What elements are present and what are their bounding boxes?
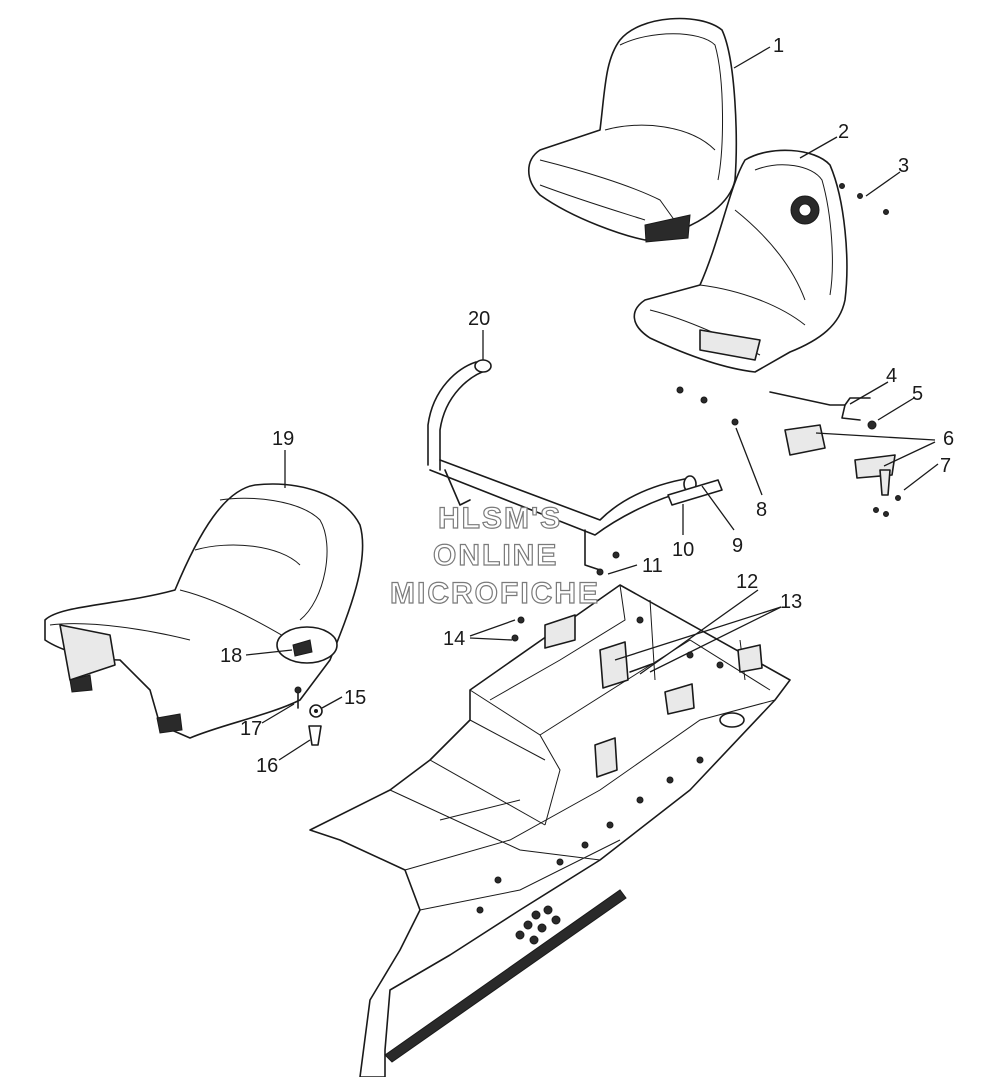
part-12-bolt	[629, 663, 653, 673]
part-11-bolts	[596, 551, 620, 576]
part-4-latch-rod	[769, 391, 871, 421]
callout-6: 6	[943, 428, 954, 450]
part-1-seat-cushion	[527, 17, 737, 243]
callout-18: 18	[220, 645, 242, 667]
callout-16: 16	[256, 755, 278, 777]
part-5-spring	[867, 420, 877, 430]
part-19-rear-seat	[44, 483, 364, 739]
callout-2: 2	[838, 121, 849, 143]
part-8-bolts	[676, 386, 739, 426]
chassis-tunnel	[309, 584, 791, 1077]
part-2-seat-shell	[633, 149, 848, 373]
callout-8: 8	[756, 499, 767, 521]
callout-5: 5	[912, 383, 923, 405]
callout-labels: 1 2 3 4 5 6 7 8 9 10 11 12 13 14 15 16 1…	[220, 35, 954, 777]
callout-14: 14	[443, 628, 465, 650]
callout-9: 9	[732, 535, 743, 557]
part-3-screws	[839, 183, 889, 215]
watermark-line-1: HLSM'S	[438, 502, 562, 535]
leader-lines	[245, 46, 939, 761]
part-7-bolts	[873, 495, 901, 517]
callout-3: 3	[898, 155, 909, 177]
callout-4: 4	[886, 365, 897, 387]
callout-10: 10	[672, 539, 694, 561]
callout-7: 7	[940, 455, 951, 477]
callout-19: 19	[272, 428, 294, 450]
callout-1: 1	[773, 35, 784, 57]
part-10-sleeve	[667, 479, 723, 506]
callout-12: 12	[736, 571, 758, 593]
watermark-line-3: MICROFICHE	[390, 577, 600, 610]
callout-11: 11	[642, 555, 663, 577]
part-14-rivets	[511, 616, 525, 642]
callout-20: 20	[468, 308, 490, 330]
watermark: HLSM'S ONLINE MICROFICHE	[389, 501, 600, 610]
part-16-bolt	[308, 725, 322, 746]
part-18-latch	[292, 639, 313, 657]
part-6-latch-plates	[784, 424, 896, 496]
callout-15: 15	[344, 687, 366, 709]
callout-17: 17	[240, 718, 262, 740]
part-17-screw	[294, 686, 302, 709]
watermark-line-2: ONLINE	[433, 539, 558, 572]
callout-13: 13	[780, 591, 802, 613]
part-15-washer	[309, 704, 323, 718]
